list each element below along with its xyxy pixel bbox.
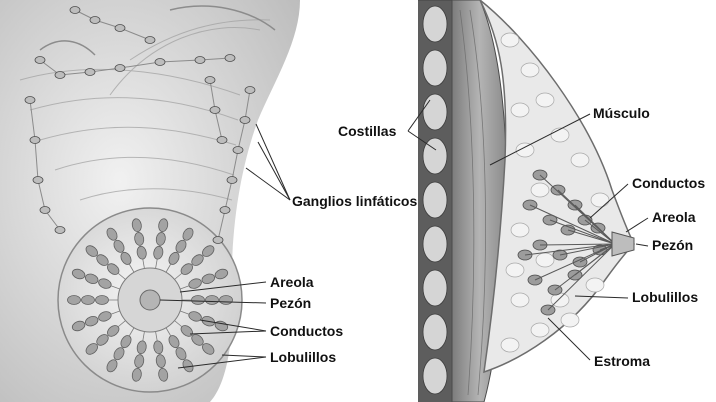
lymph-node — [115, 25, 125, 32]
leader-lobulillos-1 — [222, 355, 266, 357]
fat-lobule — [551, 128, 569, 142]
lymph-node — [245, 87, 255, 94]
lymph-node — [227, 177, 237, 184]
fat-lobule — [531, 323, 549, 337]
fat-lobule — [501, 33, 519, 47]
label-estroma: Estroma — [594, 353, 650, 369]
lobule — [192, 296, 205, 305]
label-costillas: Costillas — [338, 123, 397, 139]
fat-lobule — [511, 223, 529, 237]
fat-lobule — [561, 313, 579, 327]
lymph-node — [35, 57, 45, 64]
fat-lobule — [521, 63, 539, 77]
rib — [423, 314, 447, 350]
lymph-node — [240, 117, 250, 124]
lymph-node — [85, 69, 95, 76]
rib — [423, 270, 447, 306]
lymph-node — [195, 57, 205, 64]
lymph-node — [155, 59, 165, 66]
lymph-node — [70, 7, 80, 14]
lymph-node — [220, 207, 230, 214]
label-conductos-right: Conductos — [632, 175, 705, 191]
leader-pezon-right — [636, 244, 648, 246]
fat-lobule — [571, 153, 589, 167]
lobule — [82, 296, 95, 305]
lymph-node — [213, 237, 223, 244]
fat-lobule — [586, 278, 604, 292]
fat-lobule — [591, 193, 609, 207]
lobule — [220, 296, 233, 305]
cross-section-illustration — [418, 0, 634, 402]
rib — [423, 94, 447, 130]
leader-ganglios-3 — [246, 168, 290, 200]
label-lobulillos-right: Lobulillos — [632, 289, 698, 305]
lymph-node — [55, 227, 65, 234]
lymph-node — [233, 147, 243, 154]
fat-lobule — [511, 103, 529, 117]
lymph-node — [30, 137, 40, 144]
leader-ganglios-2 — [256, 124, 290, 200]
label-ganglios-linfaticos: Ganglios linfáticos — [292, 193, 417, 209]
lymph-node — [205, 77, 215, 84]
rib — [423, 226, 447, 262]
lymph-node — [40, 207, 50, 214]
fat-lobule — [531, 183, 549, 197]
label-lobulillos: Lobulillos — [270, 349, 336, 365]
leader-areola-right — [626, 218, 648, 232]
rib — [423, 358, 447, 394]
fat-lobule — [506, 263, 524, 277]
leader-ganglios-1 — [258, 142, 290, 200]
front-view-illustration — [0, 0, 300, 402]
label-areola-right: Areola — [652, 209, 696, 225]
fat-lobule — [501, 338, 519, 352]
lymph-node — [33, 177, 43, 184]
lymph-node — [210, 107, 220, 114]
fat-lobule — [536, 93, 554, 107]
nipple — [140, 290, 160, 310]
lymph-node — [145, 37, 155, 44]
lobule — [68, 296, 81, 305]
label-pezon: Pezón — [270, 295, 311, 311]
lymph-node — [225, 55, 235, 62]
label-conductos: Conductos — [270, 323, 343, 339]
lymph-node — [25, 97, 35, 104]
fat-lobule — [536, 253, 554, 267]
rib-cross-sections — [423, 6, 447, 394]
label-musculo: Músculo — [593, 105, 650, 121]
lymph-node — [90, 17, 100, 24]
rib — [423, 182, 447, 218]
lobule — [96, 296, 109, 305]
rib — [423, 6, 447, 42]
lobule — [206, 296, 219, 305]
lymph-node — [55, 72, 65, 79]
lymph-node — [115, 65, 125, 72]
rib — [423, 50, 447, 86]
lymph-node — [217, 137, 227, 144]
label-pezon-right: Pezón — [652, 237, 693, 253]
label-areola: Areola — [270, 274, 314, 290]
fat-lobule — [511, 293, 529, 307]
